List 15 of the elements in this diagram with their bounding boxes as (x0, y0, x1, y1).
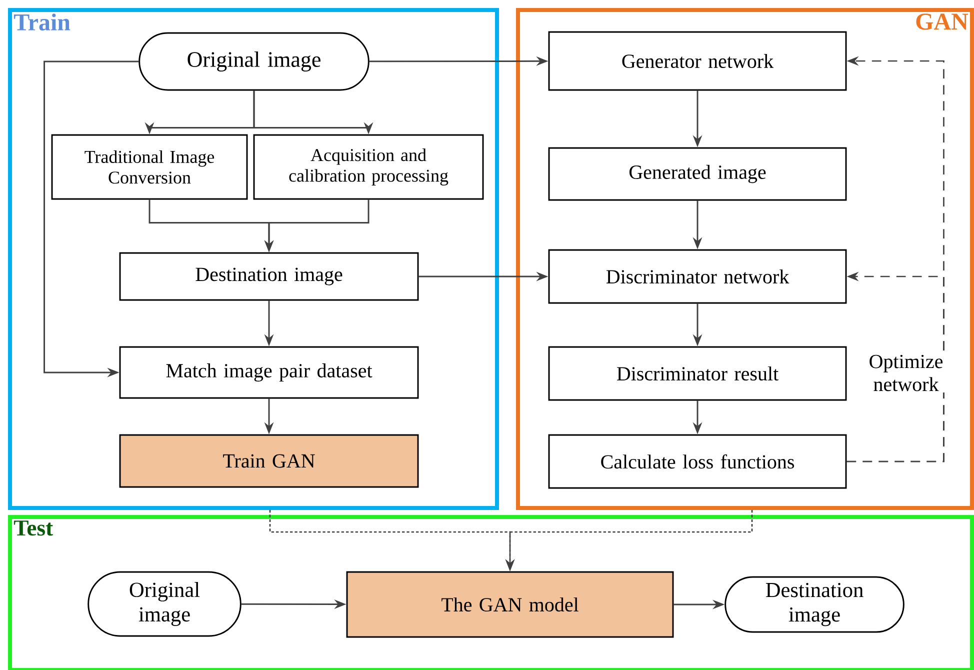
process-box: Generated image (548, 147, 847, 201)
process-box: Acquisition and calibration processing (253, 134, 484, 200)
process-box: Train GAN (119, 434, 419, 488)
process-box: Generator network (548, 31, 847, 91)
terminal-pill: Original image (138, 32, 370, 91)
terminal-pill: Original image (88, 571, 242, 637)
terminal-pill: Destination image (724, 576, 904, 633)
process-box: Discriminator result (548, 346, 847, 401)
side-note: Optimize network (863, 353, 949, 392)
process-box: The GAN model (346, 571, 674, 638)
process-box: Calculate loss functions (548, 434, 847, 489)
process-box: Traditional Image Conversion (51, 134, 248, 200)
process-box: Discriminator network (548, 249, 847, 304)
process-box: Destination image (119, 252, 419, 301)
process-box: Match image pair dataset (119, 346, 419, 399)
